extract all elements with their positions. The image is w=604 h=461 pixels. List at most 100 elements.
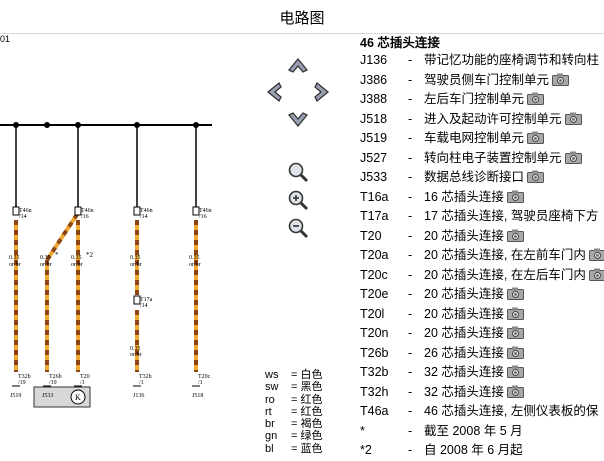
list-item: T16a-16 芯插头连接 — [360, 188, 604, 208]
legend-row: br= 褐色 — [265, 418, 322, 430]
list-item: T26b-26 芯插头连接 — [360, 344, 604, 364]
pin-marker — [74, 206, 82, 216]
wire-color: or/br — [40, 262, 52, 268]
connector-pin-sub: /1 — [198, 380, 203, 386]
camera-icon[interactable] — [506, 190, 524, 203]
item-code: T17a — [360, 209, 389, 223]
item-text: 自 2008 年 6 月起 — [424, 443, 523, 457]
list-item: J527-转向柱电子装置控制单元 — [360, 149, 604, 169]
item-dash: - — [408, 228, 413, 243]
item-code: J388 — [360, 92, 388, 106]
circuit-diagram[interactable]: T46n/140.35or/br0.35or/br*T46n/160.35or/… — [0, 0, 260, 454]
item-dash: - — [408, 53, 413, 67]
item-dash: - — [408, 287, 413, 301]
pan-down-icon[interactable] — [286, 108, 310, 132]
item-dash: - — [408, 131, 413, 145]
legend-text: 褐色 — [300, 418, 323, 431]
wire-color: or/br — [130, 352, 142, 358]
wire-mid-label: T17a — [140, 297, 153, 303]
item-code: T20c — [360, 267, 388, 282]
item-code: T26b — [360, 345, 389, 360]
pan-right-icon[interactable] — [310, 80, 334, 104]
connector-pin-sub: /1 — [139, 380, 144, 386]
wire-mid-sub: /14 — [140, 303, 148, 309]
wire-gauge: 0.35 — [130, 255, 141, 261]
camera-icon[interactable] — [506, 287, 524, 300]
connector-pin: T20 — [80, 374, 90, 380]
item-dash: - — [408, 423, 413, 438]
camera-icon[interactable] — [588, 268, 604, 281]
wire-color: or/br — [130, 262, 142, 268]
camera-icon[interactable] — [552, 73, 570, 86]
pin-marker — [12, 206, 20, 216]
legend-equals: = — [291, 381, 301, 394]
camera-icon[interactable] — [506, 229, 524, 242]
wire-color: or/br — [9, 262, 21, 268]
item-text: 车载电网控制单元 — [424, 131, 525, 145]
item-text: 数据总线诊断接口 — [424, 170, 525, 184]
legend-text: 黑色 — [300, 381, 323, 394]
wire-top-sub: /14 — [19, 214, 27, 220]
wire-top-sub: /16 — [199, 214, 207, 220]
item-code: T20n — [360, 326, 389, 340]
corner-text: 01 — [0, 34, 11, 44]
zoom-in-icon[interactable] — [286, 188, 310, 212]
wire-top-label: T46n — [140, 208, 153, 214]
camera-icon[interactable] — [506, 346, 524, 359]
pan-left-icon[interactable] — [262, 80, 286, 104]
item-text: 16 芯插头连接 — [424, 189, 504, 204]
item-text: 32 芯插头连接 — [424, 384, 504, 399]
list-item: *2-自 2008 年 6 月起 — [360, 441, 604, 461]
item-dash: - — [408, 72, 413, 87]
item-code: J533 — [360, 170, 388, 184]
item-code: J518 — [360, 111, 388, 126]
camera-icon[interactable] — [527, 170, 545, 183]
camera-icon[interactable] — [527, 92, 545, 105]
legend-code: ws — [265, 369, 279, 381]
legend-text: 绿色 — [300, 430, 323, 443]
list-item: T17a-17 芯插头连接, 驾驶员座椅下方 — [360, 207, 604, 227]
camera-icon[interactable] — [506, 365, 524, 378]
item-code: * — [360, 423, 365, 438]
list-item: T20c-20 芯插头连接, 在左后车门内 — [360, 266, 604, 286]
connector-component: J519 — [10, 393, 21, 399]
legend-text: 红色 — [300, 405, 323, 418]
item-text: 46 芯插头连接, 左侧仪表板的保 — [424, 404, 599, 418]
connector-pin: T20c — [198, 374, 211, 380]
camera-icon[interactable] — [506, 326, 524, 339]
legend-row: bl= 蓝色 — [265, 443, 322, 455]
camera-icon[interactable] — [506, 307, 524, 320]
list-item: T32b-32 芯插头连接 — [360, 363, 604, 383]
wire-color: or/br — [189, 262, 201, 268]
list-item: J519-车载电网控制单元 — [360, 129, 604, 149]
connector-component: K — [75, 393, 81, 402]
item-text: 32 芯插头连接 — [424, 365, 504, 379]
pin-marker — [133, 295, 141, 305]
zoom-out-icon[interactable] — [286, 216, 310, 240]
item-text: 转向柱电子装置控制单元 — [424, 150, 562, 165]
camera-icon[interactable] — [564, 151, 582, 164]
item-text: 左后车门控制单元 — [424, 92, 525, 106]
wire-gauge: 0.35 — [9, 255, 20, 261]
legend-equals: = — [291, 442, 301, 455]
camera-icon[interactable] — [564, 112, 582, 125]
wire-top-sub: /14 — [140, 214, 148, 220]
legend-text: 蓝色 — [300, 442, 323, 455]
magnifier-icon[interactable] — [286, 160, 310, 184]
item-dash: - — [408, 111, 413, 126]
item-dash: - — [408, 92, 413, 106]
legend-code: ro — [265, 393, 275, 406]
item-dash: - — [408, 248, 413, 262]
camera-icon[interactable] — [506, 385, 524, 398]
legend-equals: = — [291, 369, 301, 381]
wire-top-sub: /16 — [81, 214, 89, 220]
pan-up-icon[interactable] — [286, 53, 310, 77]
connector-pin-sub: /19 — [49, 380, 57, 386]
camera-icon[interactable] — [527, 131, 545, 144]
item-dash: - — [408, 189, 413, 204]
camera-icon[interactable] — [588, 248, 604, 261]
item-text: 20 芯插头连接 — [424, 228, 504, 243]
wire-top-label: T46n — [199, 208, 212, 214]
legend-code: gn — [265, 430, 278, 443]
